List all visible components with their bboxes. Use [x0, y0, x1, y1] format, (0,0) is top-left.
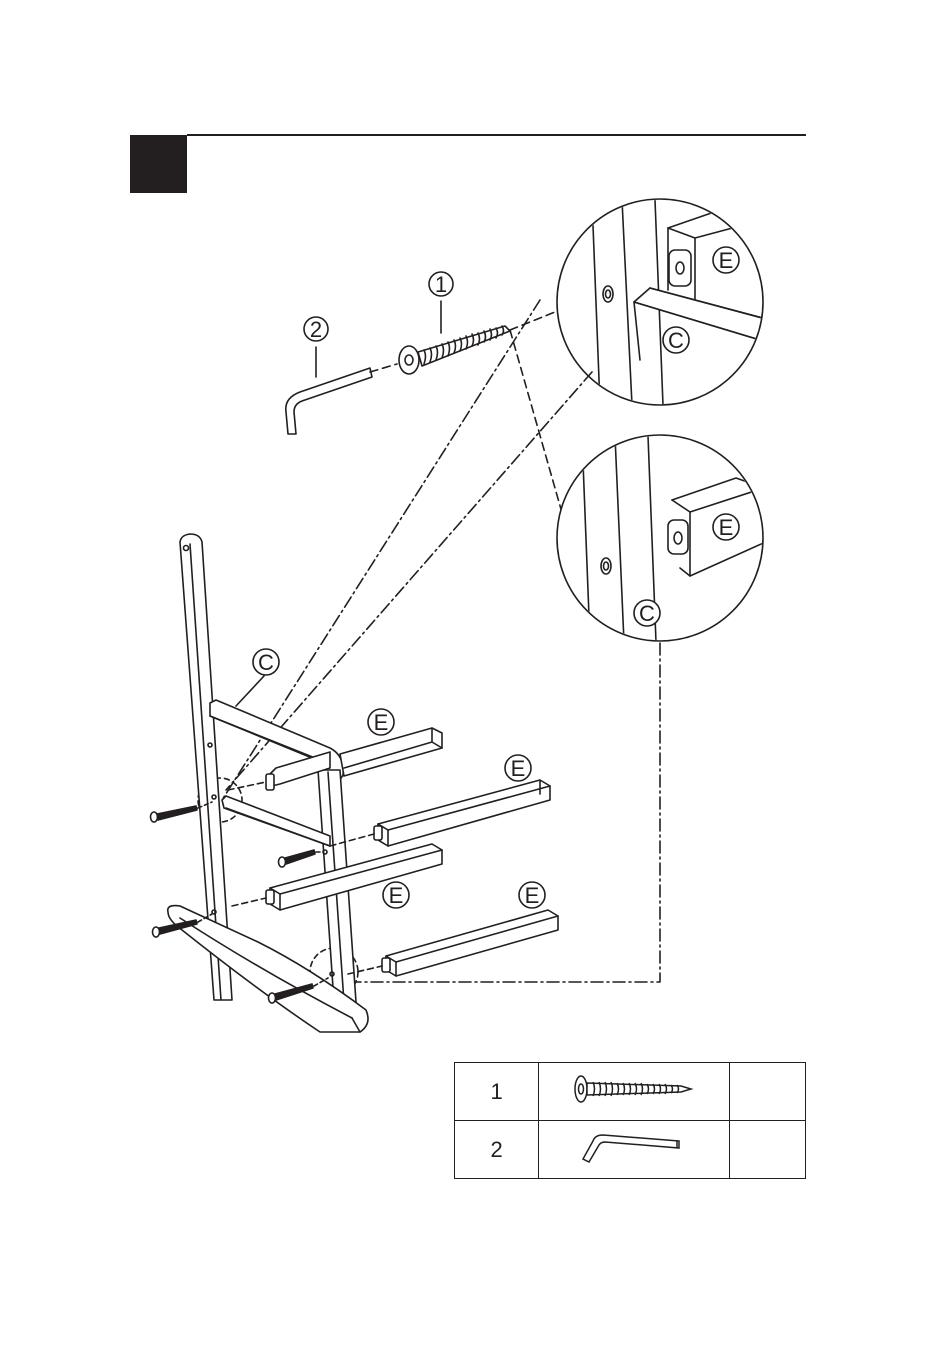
cross-rail-bottom: [382, 910, 558, 976]
hardware-parts-table: 1 2: [454, 1062, 806, 1179]
part-e-bottom-label: E: [525, 883, 540, 908]
cross-rail-mid-right: [374, 780, 550, 846]
table-row: 1: [455, 1063, 806, 1121]
chair-screw-2: [279, 850, 323, 867]
zoom-bottom-e-label: E: [719, 515, 734, 540]
callout-1-label: 1: [435, 272, 447, 297]
allen-key-icon: [579, 1127, 689, 1167]
cross-rail-mid-left: [266, 844, 442, 910]
callout-2-label: 2: [310, 317, 322, 342]
part-picture-cell: [539, 1121, 729, 1179]
part-quantity-cell: [729, 1121, 805, 1179]
part-c-label: C: [258, 650, 274, 675]
allen-key-icon: [286, 368, 372, 434]
part-e-right-label: E: [511, 756, 526, 781]
part-quantity-cell: [729, 1063, 805, 1121]
zoom-top-e-label: E: [719, 248, 734, 273]
screw-icon: [399, 326, 510, 374]
part-number-cell: 2: [455, 1121, 539, 1179]
zoom-top-c-label: C: [668, 328, 684, 353]
part-e-mid-label: E: [389, 883, 404, 908]
part-picture-cell: [539, 1063, 729, 1121]
zoom-detail-bottom: E C: [557, 435, 770, 642]
part-number-cell: 1: [455, 1063, 539, 1121]
part-e-top-label: E: [374, 710, 389, 735]
table-row: 2: [455, 1121, 806, 1179]
zoom-bottom-c-label: C: [639, 601, 655, 626]
zoom-detail-top: E C: [557, 199, 770, 405]
screw-icon: [569, 1069, 699, 1109]
